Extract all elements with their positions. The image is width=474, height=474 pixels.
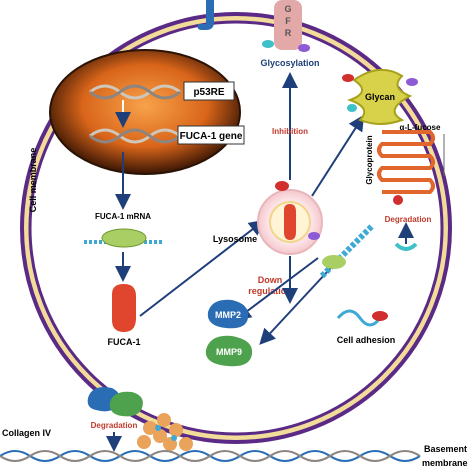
collagen-fragment <box>169 423 183 437</box>
lysosome-to-mmp-arrow <box>234 257 319 321</box>
glycan <box>347 69 413 125</box>
alpha-l-fucose-label: α-L-fucose <box>400 123 441 132</box>
ribosome <box>101 228 147 248</box>
collagen-fragment-blue <box>171 435 177 441</box>
collagen-fragment <box>143 421 157 435</box>
collagen-fragment <box>153 429 167 443</box>
collagen-fragment <box>137 435 151 449</box>
gfr-letter-r: R <box>285 28 292 38</box>
collagen-iv-label: Collagen IV <box>2 428 51 438</box>
glycoprotein-label: Glycoprotein <box>365 135 374 184</box>
glycosylation-label: Glycosylation <box>260 58 319 68</box>
lysosome-label: Lysosome <box>213 234 257 244</box>
fuca1-gene-box <box>177 125 245 145</box>
glycoprotein-sugar-red <box>393 195 403 205</box>
glycan-sugar-red <box>342 74 354 82</box>
adhesion-molecule-head <box>322 255 346 269</box>
dna-helix-top <box>89 84 181 100</box>
gfr-receptor <box>274 0 302 50</box>
dna-helix-top-2 <box>89 84 181 100</box>
fuca1-gene-label: FUCA-1 gene <box>180 131 243 142</box>
mmp9-protein <box>205 335 253 367</box>
cell-adhesion-label: Cell adhesion <box>337 335 396 345</box>
dna-helix-bottom <box>89 128 181 144</box>
fuca1-protein <box>112 284 136 332</box>
mmp9-label: MMP9 <box>216 347 242 357</box>
degradation-bottom-label: Degradation <box>91 421 138 430</box>
extracellular-mmp9 <box>109 391 143 417</box>
collagen-fragment-blue <box>155 425 161 431</box>
degradation-right-label: Degradation <box>385 215 432 224</box>
collagen-fragment <box>157 413 171 427</box>
gfr-sugar-blue <box>262 40 274 48</box>
p53re-label: p53RE <box>193 87 224 98</box>
basement-label: Basement <box>424 444 467 454</box>
p53re-box <box>183 81 235 101</box>
lysosome-sugar-purple <box>308 232 320 240</box>
cell-adhesion-sugar <box>372 311 388 321</box>
gfr-letter-f: F <box>285 16 291 26</box>
collagen-fragment <box>179 437 193 451</box>
fuca1-label: FUCA-1 <box>108 337 141 347</box>
mmp2-protein <box>207 299 249 329</box>
glycan-label: Glycan <box>365 92 395 102</box>
nucleus <box>49 49 241 175</box>
glycoprotein-chain-1 <box>377 130 435 194</box>
cell-membrane-label: Cell membrane <box>28 148 38 213</box>
lysosome-fuca1 <box>284 204 296 240</box>
receptor-blue <box>197 0 214 30</box>
fucose-release-sugars <box>394 242 418 251</box>
dna-helix-bottom-2 <box>89 128 181 144</box>
membrane-label: membrane <box>422 458 468 468</box>
glycoprotein <box>377 130 435 194</box>
glycan-sugar-blue <box>347 104 357 112</box>
cell-adhesion-molecule <box>336 309 382 327</box>
down-label: Down <box>258 275 283 285</box>
basement-membrane-strand-2 <box>0 450 421 462</box>
fuca1-mrna-label: FUCA-1 mRNA <box>95 212 151 221</box>
lysosome-to-glycan-arrow <box>311 114 365 197</box>
degraded-collagen-cluster <box>137 413 193 451</box>
glycan-sugar-purple <box>406 78 418 86</box>
lysosome-sugar-red <box>275 181 289 191</box>
inhibition-label: Inhibition <box>272 127 308 136</box>
gfr-letter-g: G <box>284 4 291 14</box>
mmp2-label: MMP2 <box>215 310 241 320</box>
regulation-label: regulation <box>248 286 292 296</box>
gfr-sugar-purple <box>298 44 310 52</box>
fuca1-to-lysosome-arrow <box>139 219 266 317</box>
